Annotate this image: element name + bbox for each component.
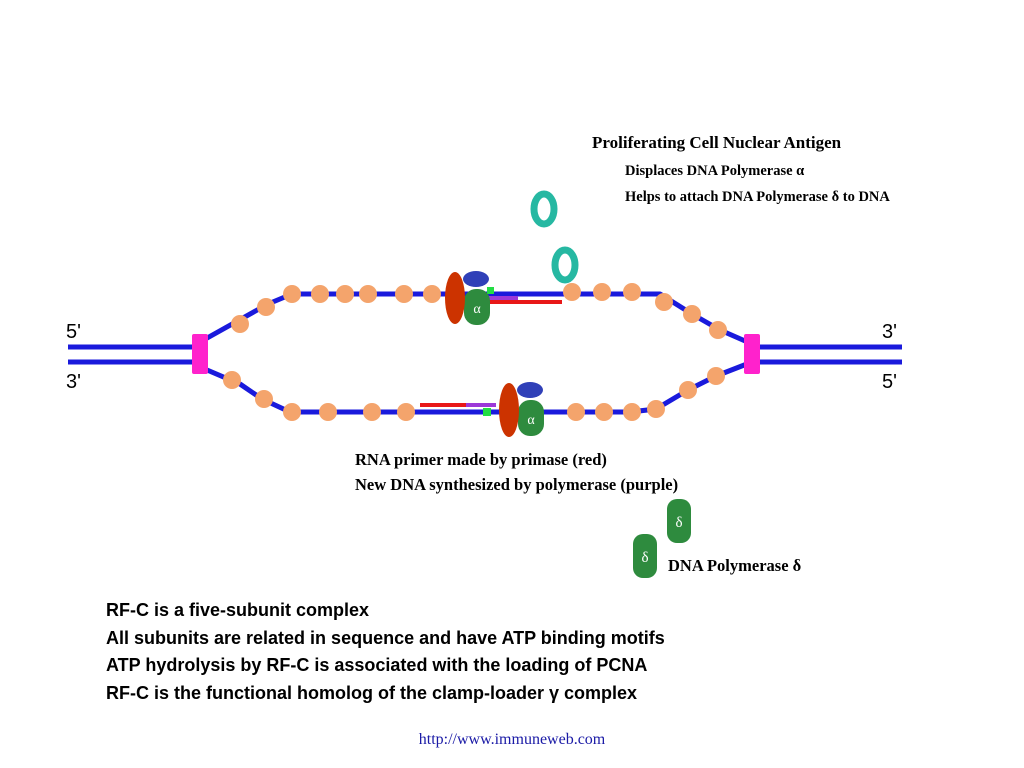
nucleosome-beads	[223, 283, 727, 421]
polymerase-alpha-subunit-bottom	[518, 400, 544, 436]
rfc-fact: All subunits are related in sequence and…	[106, 627, 665, 648]
nucleosome-bead	[257, 298, 275, 316]
nucleosome-bead	[423, 285, 441, 303]
pcna-title: Proliferating Cell Nuclear Antigen	[592, 133, 842, 152]
nucleosome-bead	[283, 403, 301, 421]
nucleosome-bead	[647, 400, 665, 418]
delta-symbol-upper: δ	[675, 515, 682, 531]
pcna-ring-upper	[530, 190, 558, 228]
polymerase-delta-upper: δ	[667, 499, 691, 543]
parental-dna-right	[752, 344, 902, 365]
nucleosome-bead	[595, 403, 613, 421]
nucleosome-bead	[255, 390, 273, 408]
nucleosome-bead	[283, 285, 301, 303]
nucleosome-bead	[567, 403, 585, 421]
nucleosome-bead	[336, 285, 354, 303]
nucleosome-bead	[319, 403, 337, 421]
nucleosome-bead	[623, 403, 641, 421]
nucleosome-bead	[709, 321, 727, 339]
fork-marker-right	[744, 334, 760, 374]
primase-marker-top	[487, 287, 494, 294]
pcna-line-2: Helps to attach DNA Polymerase δ to DNA	[625, 189, 890, 205]
polymerase-alpha-cap-top	[463, 271, 489, 287]
polymerase-delta-label: DNA Polymerase δ	[668, 556, 801, 575]
rfc-fact: RF-C is a five-subunit complex	[106, 600, 370, 620]
nucleosome-bead	[679, 381, 697, 399]
parental-dna-left	[68, 344, 196, 365]
polymerase-delta-lower: δ	[633, 534, 657, 578]
nucleosome-bead	[563, 283, 581, 301]
nucleosome-bead	[359, 285, 377, 303]
nucleosome-bead	[623, 283, 641, 301]
alpha-symbol-bottom: α	[527, 413, 535, 428]
nucleosome-bead	[395, 285, 413, 303]
primer-label-rna: RNA primer made by primase (red)	[355, 450, 607, 469]
fork-marker-left	[192, 334, 208, 374]
bubble-top-strand	[198, 291, 754, 347]
polymerase-alpha-complex-top: α	[445, 271, 490, 325]
polymerase-alpha-body-bottom	[499, 383, 519, 437]
primer-label-new-dna: New DNA synthesized by polymerase (purpl…	[355, 475, 678, 494]
primase-marker-bottom	[483, 408, 491, 416]
nucleosome-bead	[707, 367, 725, 385]
polymerase-alpha-subunit-top	[464, 289, 490, 325]
pcna-ring-lower	[551, 246, 579, 284]
pcna-line-1: Displaces DNA Polymerase α	[625, 163, 804, 179]
delta-symbol-lower: δ	[641, 550, 648, 566]
nucleosome-bead	[655, 293, 673, 311]
strand-end-right-top: 3'	[882, 321, 897, 343]
strand-end-left-top: 5'	[66, 321, 81, 343]
polymerase-alpha-body-top	[445, 272, 465, 324]
polymerase-alpha-cap-bottom	[517, 382, 543, 398]
rfc-fact: RF-C is the functional homolog of the cl…	[106, 682, 638, 703]
strand-end-left-bottom: 3'	[66, 371, 81, 393]
nucleosome-bead	[397, 403, 415, 421]
nucleosome-bead	[231, 315, 249, 333]
rfc-fact: ATP hydrolysis by RF-C is associated wit…	[106, 655, 648, 675]
strand-end-right-bottom: 5'	[882, 371, 897, 393]
source-url: http://www.immuneweb.com	[418, 731, 606, 748]
alpha-symbol-top: α	[473, 302, 481, 317]
nucleosome-bead	[683, 305, 701, 323]
nucleosome-bead	[363, 403, 381, 421]
nucleosome-bead	[593, 283, 611, 301]
rfc-facts-list: RF-C is a five-subunit complex All subun…	[106, 597, 665, 707]
nucleosome-bead	[223, 371, 241, 389]
polymerase-alpha-complex-bottom: α	[499, 382, 544, 437]
nucleosome-bead	[311, 285, 329, 303]
